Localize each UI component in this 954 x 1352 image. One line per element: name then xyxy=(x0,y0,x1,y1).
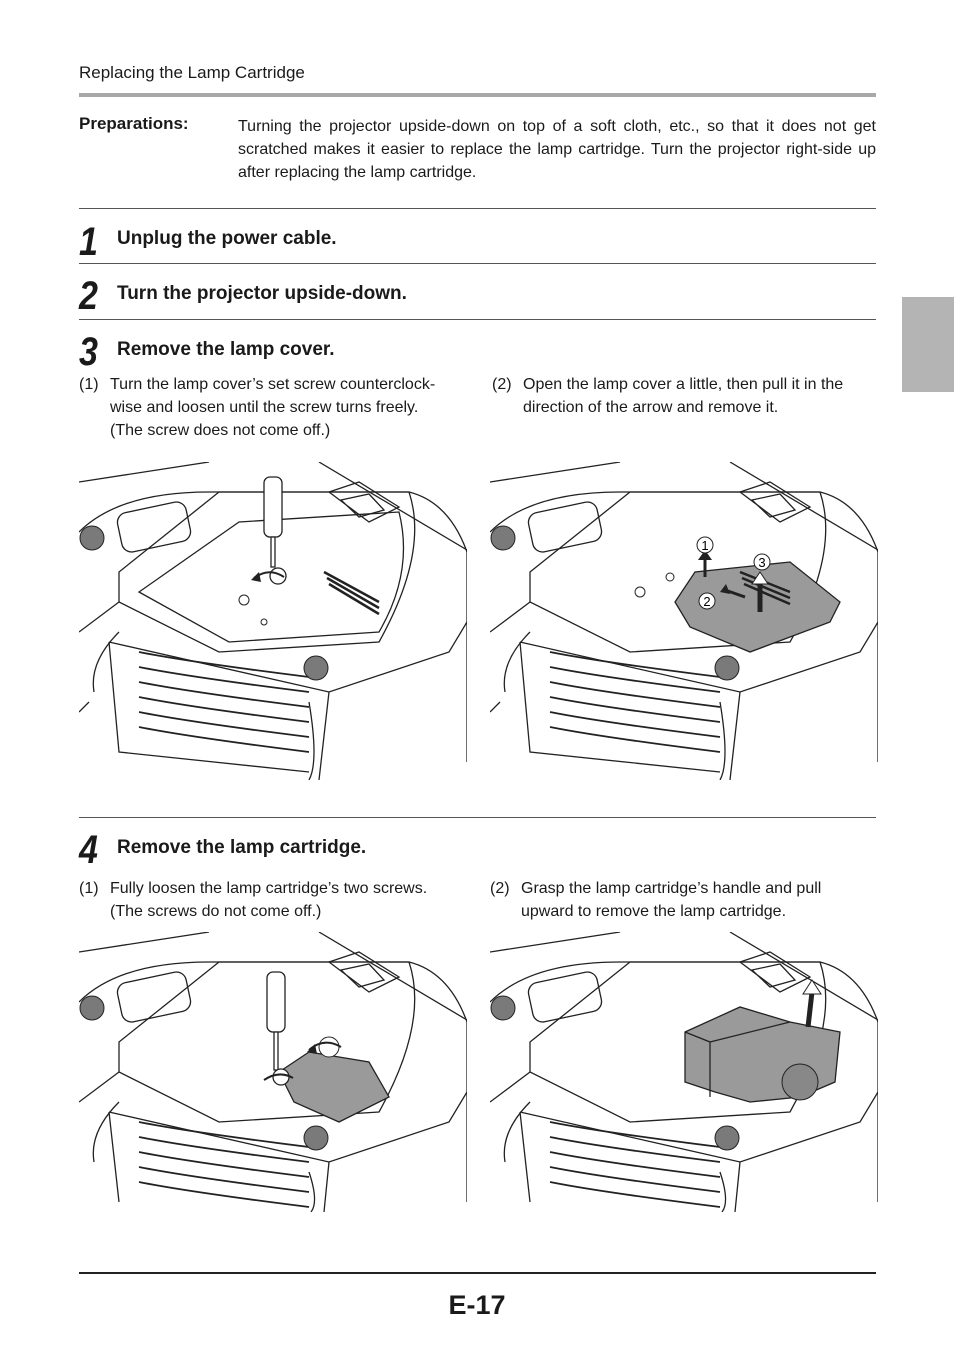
preparations-label: Preparations: xyxy=(79,114,189,133)
divider xyxy=(79,263,876,264)
header-rule xyxy=(79,93,876,97)
item-line: Open the lamp cover a little, then pull … xyxy=(523,376,844,393)
step-title: Remove the lamp cartridge. xyxy=(117,837,367,858)
illustration-pull-out-cartridge xyxy=(490,932,878,1212)
step-number: 3 xyxy=(79,330,98,374)
item-line: direction of the arrow and remove it. xyxy=(523,399,779,416)
page-header-title: Replacing the Lamp Cartridge xyxy=(79,63,305,82)
item-number: (2) xyxy=(492,376,512,393)
item-line: (The screw does not come off.) xyxy=(110,422,331,439)
item-number: (2) xyxy=(490,880,510,897)
illustration-remove-cover: 1 2 3 xyxy=(490,462,878,780)
instruction-item: (1) Turn the lamp cover’s set screw coun… xyxy=(79,373,479,443)
callout-label: 1 xyxy=(701,538,708,553)
step-number: 4 xyxy=(79,828,98,872)
instruction-item: (2) Grasp the lamp cartridge’s handle an… xyxy=(490,877,890,927)
step-number: 1 xyxy=(79,220,98,264)
instruction-item: (1) Fully loosen the lamp cartridge’s tw… xyxy=(79,877,479,927)
item-number: (1) xyxy=(79,880,99,897)
divider xyxy=(79,319,876,320)
divider xyxy=(79,208,876,209)
page-number: E-17 xyxy=(448,1290,506,1320)
item-line: wise and loosen until the screw turns fr… xyxy=(110,399,419,416)
illustration-loosen-cover-screw xyxy=(79,462,467,780)
item-line: (The screws do not come off.) xyxy=(110,903,322,920)
illustration-loosen-cartridge-screws xyxy=(79,932,467,1212)
item-line: Grasp the lamp cartridge’s handle and pu… xyxy=(521,880,822,897)
instruction-item: (2) Open the lamp cover a little, then p… xyxy=(492,373,892,423)
side-tab xyxy=(902,297,954,392)
callout-label: 2 xyxy=(703,594,710,609)
preparations-text: Turning the projector upside-down on top… xyxy=(238,118,876,181)
callout-label: 3 xyxy=(758,555,765,570)
item-number: (1) xyxy=(79,376,99,393)
item-line: Fully loosen the lamp cartridge’s two sc… xyxy=(110,880,428,897)
divider xyxy=(79,817,876,818)
step-title: Remove the lamp cover. xyxy=(117,339,335,360)
step-number: 2 xyxy=(79,274,98,318)
step-title: Turn the projector upside-down. xyxy=(117,283,407,304)
item-line: upward to remove the lamp cartridge. xyxy=(521,903,787,920)
item-line: Turn the lamp cover’s set screw counterc… xyxy=(110,376,436,393)
footer-rule xyxy=(79,1272,876,1274)
step-title: Unplug the power cable. xyxy=(117,228,337,249)
